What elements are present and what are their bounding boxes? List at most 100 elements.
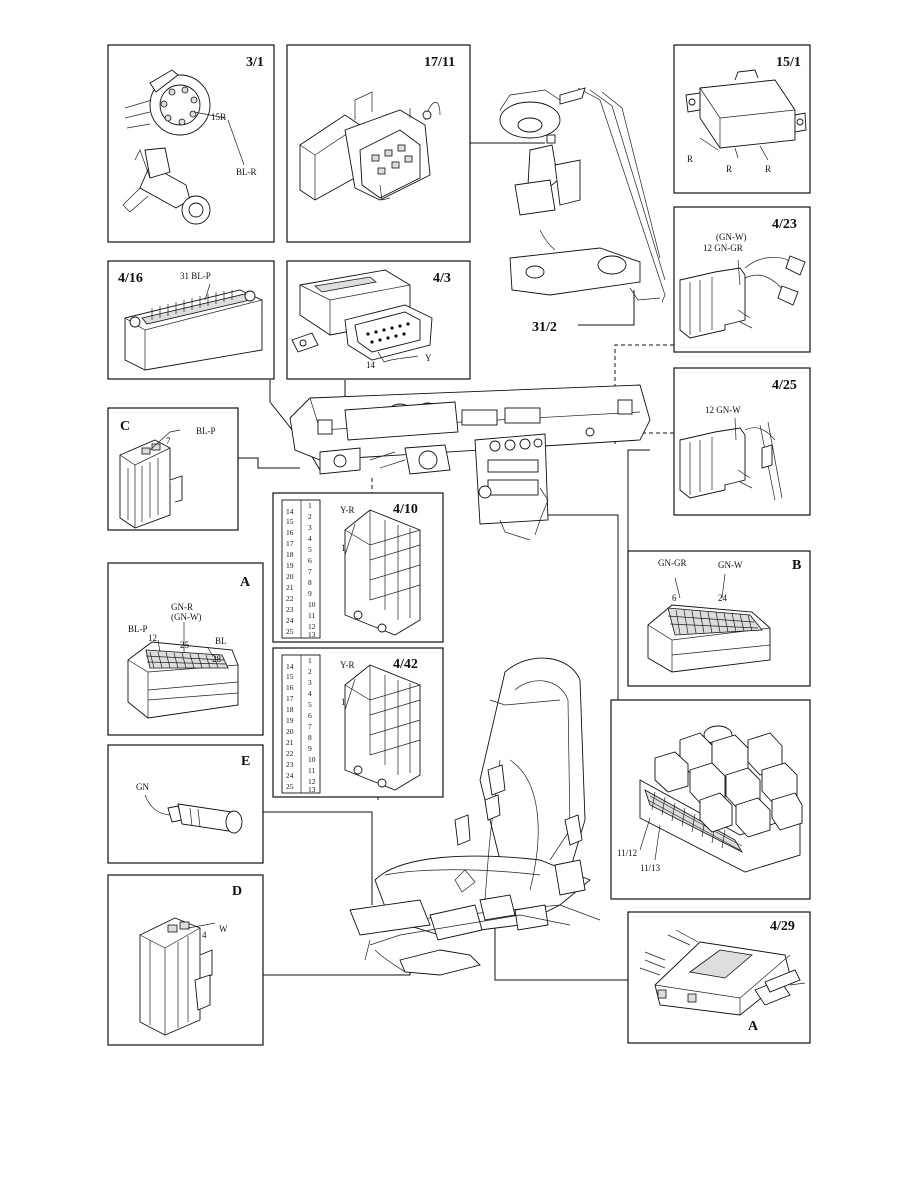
- wire-gn-gr-b: GN-GR: [658, 558, 687, 568]
- pin-5: 5: [308, 545, 312, 554]
- pin-2: 2: [308, 512, 312, 521]
- power-seat-drawing: [349, 657, 601, 976]
- pin-14: 14: [286, 662, 294, 671]
- pin-10: 10: [308, 600, 316, 609]
- panel-4-29-label: 4/29: [770, 919, 795, 934]
- pin-2: 2: [308, 667, 312, 676]
- wire-bl-a: BL: [215, 636, 227, 646]
- pin-7: 7: [308, 567, 312, 576]
- pin-4: 4: [308, 689, 312, 698]
- wire-y: Y: [425, 353, 432, 363]
- fuse-box-panel: 11/12 11/13: [610, 699, 811, 900]
- panel-3-1: 3/1 15R BL-R: [107, 44, 275, 243]
- pin-9: 9: [308, 744, 312, 753]
- control-module-drawing: [685, 69, 807, 161]
- pin-24: 24: [286, 771, 294, 780]
- panel-17-11-label: 17/11: [424, 55, 455, 70]
- pin-20: 20: [286, 727, 294, 736]
- pin-25-a: 25: [180, 640, 190, 650]
- wire-15r: 15R: [211, 112, 226, 122]
- pin-14: 14: [286, 507, 294, 516]
- pin-8: 8: [308, 733, 312, 742]
- pin-22: 22: [286, 594, 294, 603]
- ground-31-2-label: 31/2: [532, 320, 557, 335]
- pin-23: 23: [286, 605, 294, 614]
- connector-4-42-drawing: [344, 664, 421, 791]
- wire-y-r-4-42: Y-R: [340, 660, 355, 670]
- pin-11: 11: [308, 611, 315, 620]
- wire-12-gn-w: 12 GN-W: [705, 405, 741, 415]
- connector-4-25-drawing: [679, 417, 783, 501]
- connector-a-label-4-29: A: [748, 1019, 759, 1034]
- wire-r-3: R: [765, 164, 771, 174]
- dashboard-drawing: [289, 384, 651, 541]
- wire-11-13: 11/13: [640, 863, 661, 873]
- pin-19: 19: [286, 716, 294, 725]
- wire-bl-p-a: BL-P: [128, 624, 148, 634]
- wire-gn-r-a: GN-R: [171, 602, 193, 612]
- wire-gn-e: GN: [136, 782, 149, 792]
- wire-31-bl-p: 31 BL-P: [180, 271, 211, 281]
- connector-d-drawing: [139, 917, 216, 1036]
- pin-17: 17: [286, 539, 294, 548]
- panel-4-42-label: 4/42: [393, 657, 418, 672]
- wire-bl-r: BL-R: [236, 167, 257, 177]
- wire-14: 14: [366, 360, 376, 370]
- relay-box-drawing: [299, 91, 441, 201]
- pin-4: 4: [308, 534, 312, 543]
- panel-4-25: 4/25 12 GN-W: [673, 367, 811, 516]
- wire-gn-w-a: (GN-W): [171, 612, 202, 622]
- pin-7: 7: [308, 722, 312, 731]
- panel-15-1-label: 15/1: [776, 55, 801, 70]
- panel-c-label: C: [120, 419, 130, 434]
- pin-23: 23: [286, 760, 294, 769]
- pin-17: 17: [286, 694, 294, 703]
- pin-25: 25: [286, 782, 294, 791]
- panel-d-label: D: [232, 884, 242, 899]
- steering-column-drawing: [499, 87, 666, 303]
- panel-e: E GN: [107, 744, 264, 864]
- panel-c: C BL-P 7: [107, 407, 239, 531]
- ignition-switch-drawing: [122, 69, 245, 225]
- pin-25: 25: [286, 627, 294, 636]
- panel-4-25-label: 4/25: [772, 378, 797, 393]
- pin-6: 6: [308, 711, 312, 720]
- pin-22: 22: [286, 749, 294, 758]
- panel-15-1: 15/1 R R R: [673, 44, 811, 194]
- panel-4-23: 4/23 (GN-W) 12 GN-GR: [673, 206, 811, 353]
- pin-13: 13: [308, 785, 316, 794]
- pin-10: 10: [308, 755, 316, 764]
- pin-1-4-42: 1: [341, 697, 346, 707]
- pin-11: 11: [308, 766, 315, 775]
- pin-28-a: 28: [212, 654, 222, 664]
- pin-24-b: 24: [718, 593, 728, 603]
- wire-11-12: 11/12: [617, 848, 637, 858]
- connector-b-drawing: [647, 573, 771, 673]
- ecu-connector-drawing: [124, 283, 263, 371]
- pin-15: 15: [286, 672, 294, 681]
- pin-21: 21: [286, 738, 294, 747]
- pin-list-4-42: 14 15 16 17 18 19 20 21 22 23 24 25 1 2 …: [286, 656, 316, 794]
- panel-4-23-label: 4/23: [772, 217, 797, 232]
- pin-15: 15: [286, 517, 294, 526]
- panel-a-label: A: [240, 575, 251, 590]
- wire-w-d: W: [219, 924, 228, 934]
- panel-e-label: E: [241, 754, 250, 769]
- panel-4-3-label: 4/3: [433, 271, 451, 286]
- panel-b: B GN-GR GN-W 6 24: [627, 550, 811, 687]
- pin-8: 8: [308, 578, 312, 587]
- sensor-e-drawing: [144, 794, 243, 834]
- panel-4-16: 4/16 31 BL-P: [107, 260, 275, 380]
- pin-12-a: 12: [148, 633, 157, 643]
- panel-4-29: 4/29 A: [627, 911, 811, 1044]
- pin-12: 12: [308, 622, 316, 631]
- connector-c-drawing: [119, 429, 183, 529]
- pin-20: 20: [286, 572, 294, 581]
- wire-r-1: R: [687, 154, 693, 164]
- panel-17-11: 17/11: [286, 44, 471, 243]
- panel-4-42: 4/42 14 15 16 17 18 19 20 21 22 23 24 25…: [272, 647, 444, 798]
- module-4-29-drawing: [639, 929, 806, 1016]
- pin-18: 18: [286, 705, 294, 714]
- panel-4-10: 4/10 14 15 16 17 18 19 20 21 22 23 24 25…: [272, 492, 444, 643]
